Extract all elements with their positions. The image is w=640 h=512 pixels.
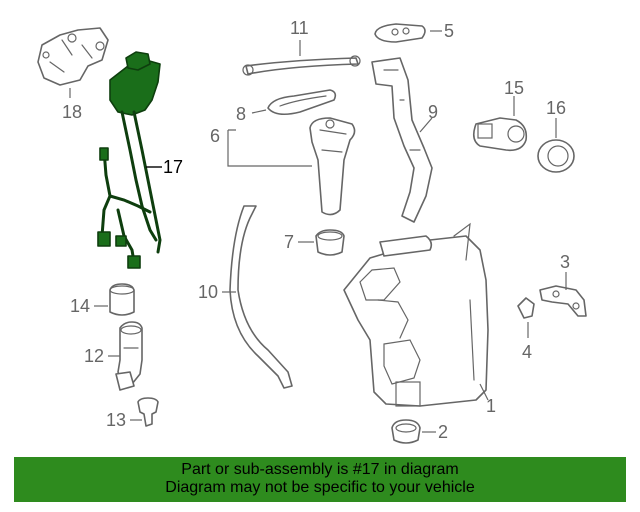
callout-6[interactable]: 6 bbox=[210, 126, 220, 146]
callout-17[interactable]: 17 bbox=[163, 157, 183, 177]
part-15-pump-motor[interactable] bbox=[472, 117, 528, 152]
callout-7[interactable]: 7 bbox=[284, 232, 294, 252]
callout-9[interactable]: 9 bbox=[428, 102, 438, 122]
part-8-seal[interactable] bbox=[267, 89, 337, 116]
leader-1 bbox=[479, 383, 489, 401]
leader-6 bbox=[227, 129, 312, 167]
callout-4[interactable]: 4 bbox=[522, 342, 532, 362]
parts-diagram: 18 17 11 5 8 6 bbox=[37, 18, 587, 444]
part-11-hose[interactable] bbox=[242, 55, 361, 76]
part-3-bracket[interactable] bbox=[539, 285, 587, 317]
callout-18[interactable]: 18 bbox=[62, 102, 82, 122]
callout-3[interactable]: 3 bbox=[560, 252, 570, 272]
part-17-pump-assembly[interactable] bbox=[97, 51, 162, 269]
callout-14[interactable]: 14 bbox=[70, 296, 90, 316]
info-banner: Part or sub-assembly is #17 in diagram D… bbox=[14, 457, 626, 502]
part-4-clip[interactable] bbox=[517, 297, 535, 319]
callout-11[interactable]: 11 bbox=[290, 18, 309, 38]
callout-16[interactable]: 16 bbox=[546, 98, 566, 118]
part-12-washer-pump[interactable] bbox=[115, 321, 143, 391]
part-18-bracket[interactable] bbox=[37, 27, 109, 86]
part-9-hose[interactable] bbox=[371, 57, 433, 223]
callout-13[interactable]: 13 bbox=[106, 410, 126, 430]
callout-5[interactable]: 5 bbox=[444, 21, 454, 41]
part-2-grommet[interactable] bbox=[391, 419, 421, 444]
part-10-hose[interactable] bbox=[229, 205, 293, 389]
banner-line-2: Diagram may not be specific to your vehi… bbox=[165, 479, 475, 496]
part-5-cap[interactable] bbox=[374, 23, 426, 43]
part-16-grommet[interactable] bbox=[537, 139, 575, 173]
part-1-reservoir[interactable] bbox=[343, 222, 489, 407]
part-14-grommet[interactable] bbox=[109, 283, 135, 316]
leader-8 bbox=[251, 109, 267, 114]
callout-12[interactable]: 12 bbox=[84, 346, 104, 366]
callout-15[interactable]: 15 bbox=[504, 78, 524, 98]
part-13-bolt[interactable] bbox=[137, 397, 159, 427]
callout-2[interactable]: 2 bbox=[438, 422, 448, 442]
callout-8[interactable]: 8 bbox=[236, 104, 246, 124]
callout-1[interactable]: 1 bbox=[486, 396, 496, 416]
banner-line-1: Part or sub-assembly is #17 in diagram bbox=[181, 461, 459, 478]
leader-9 bbox=[419, 117, 433, 133]
part-7-grommet[interactable] bbox=[315, 229, 345, 256]
part-6-filler-neck[interactable] bbox=[309, 117, 356, 216]
callout-10[interactable]: 10 bbox=[198, 282, 218, 302]
